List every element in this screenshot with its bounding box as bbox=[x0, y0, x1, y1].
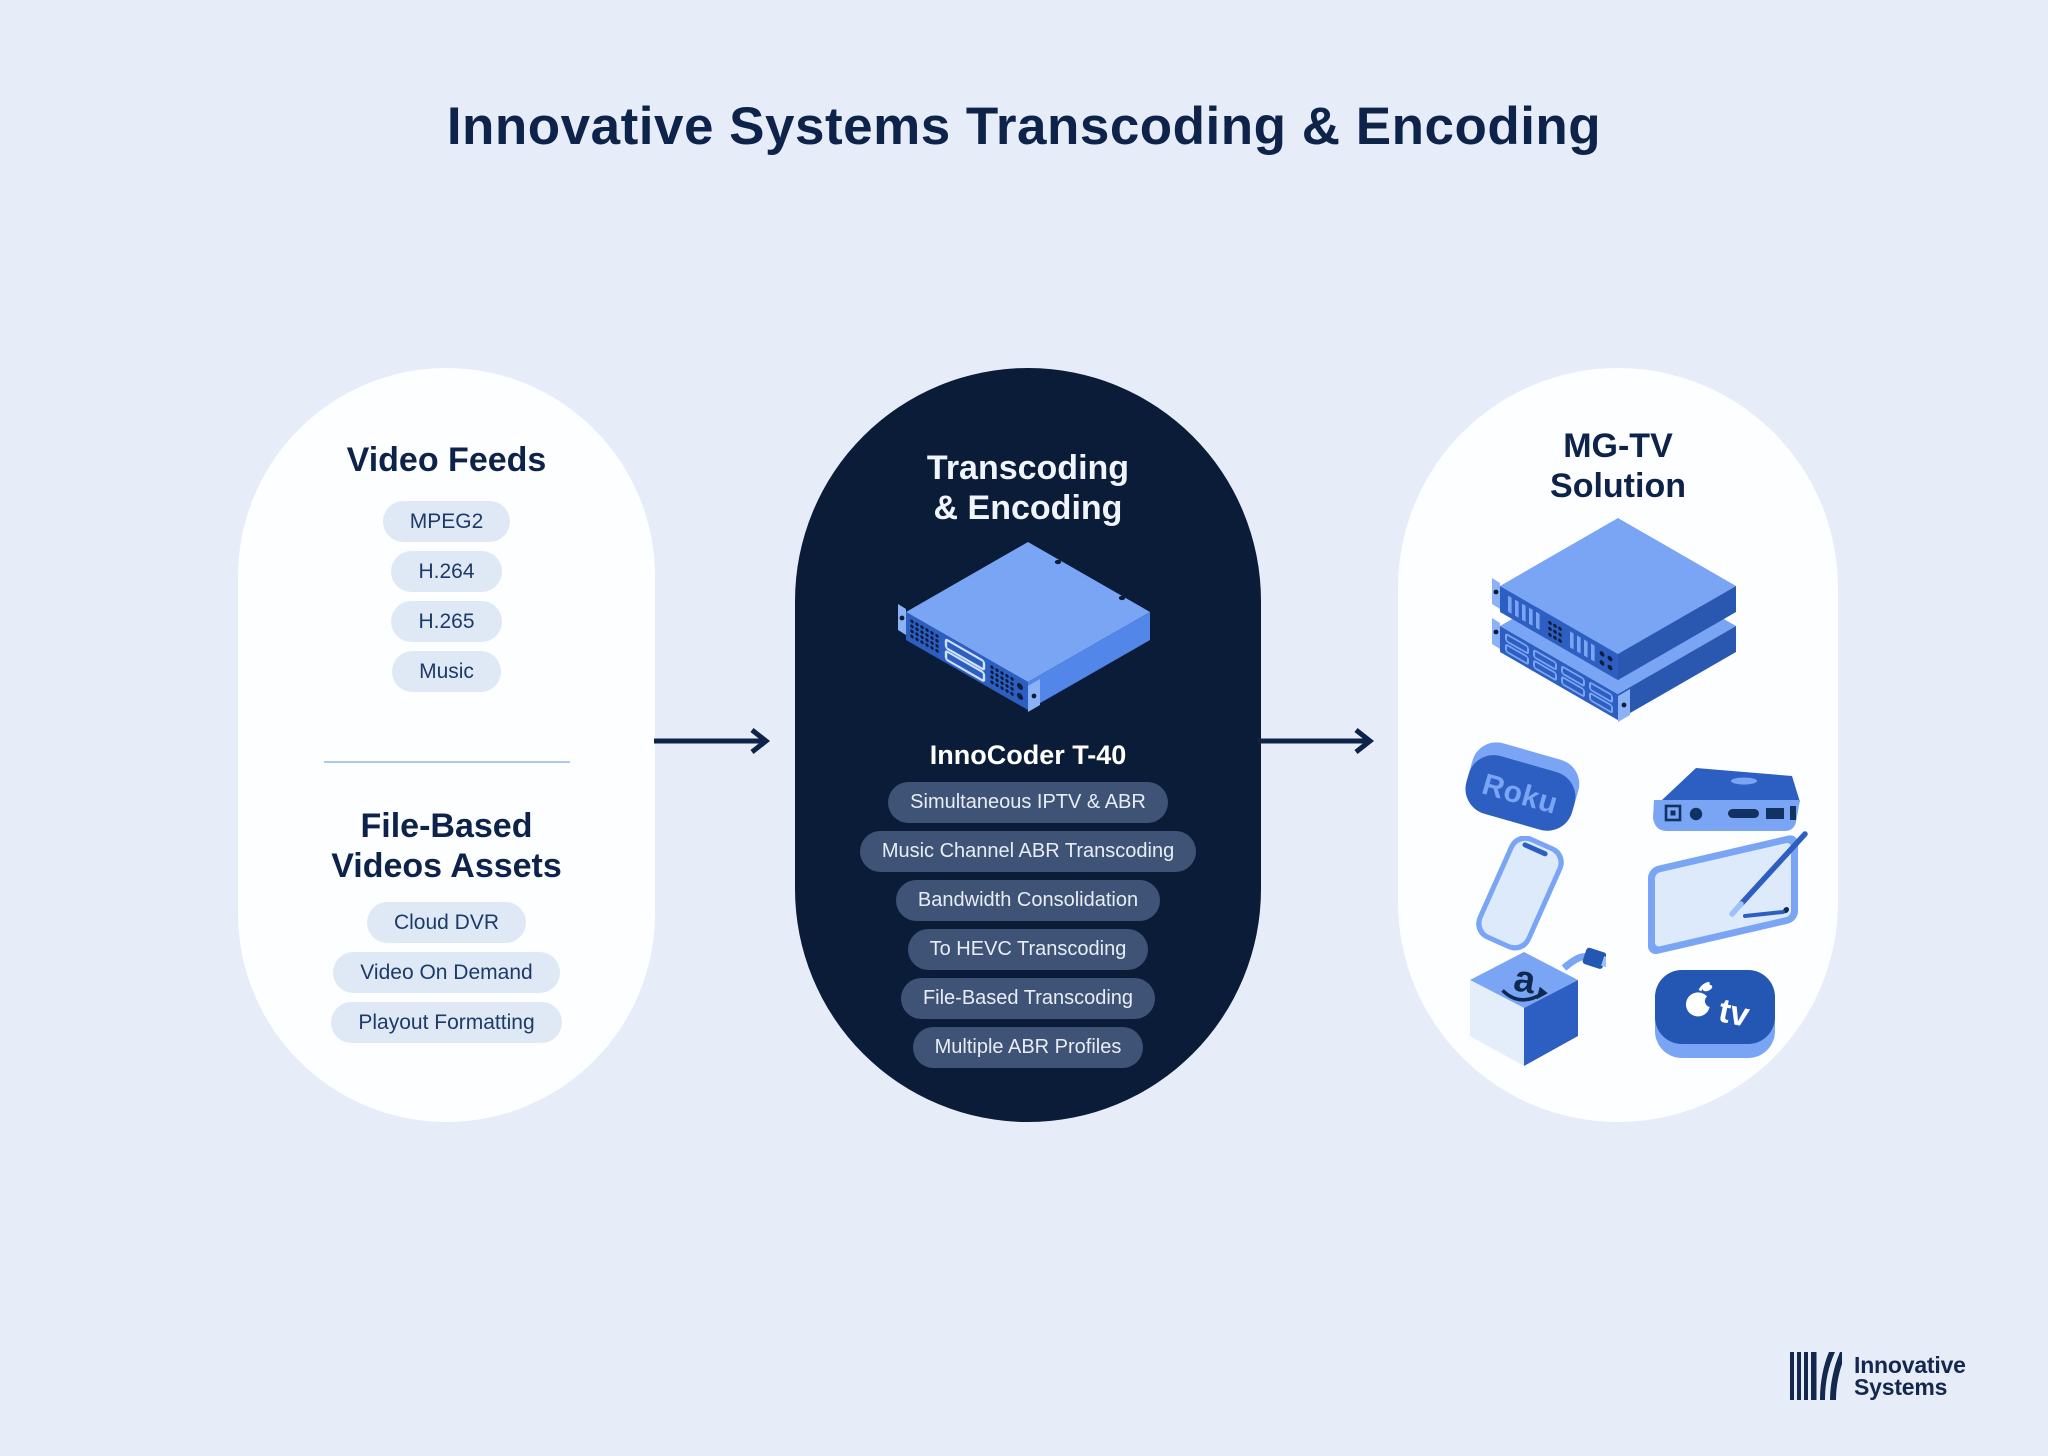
innovative-systems-logomark-icon bbox=[1790, 1352, 1842, 1400]
apple-tv-icon: tv bbox=[1655, 970, 1775, 1058]
feature-list: Simultaneous IPTV & ABR Music Channel AB… bbox=[795, 782, 1261, 1068]
feature-pill-iptv-abr: Simultaneous IPTV & ABR bbox=[888, 782, 1168, 823]
asset-pill-vod: Video On Demand bbox=[333, 952, 560, 993]
page-title: Innovative Systems Transcoding & Encodin… bbox=[446, 97, 1602, 156]
tablet-stylus-icon bbox=[1648, 831, 1808, 954]
file-based-heading: File-Based Videos Assets bbox=[331, 807, 562, 885]
feed-pill-music: Music bbox=[392, 651, 501, 692]
smartphone-icon bbox=[1476, 836, 1564, 951]
brand-name: Innovative Systems bbox=[1854, 1352, 1966, 1400]
asset-pill-cloud-dvr: Cloud DVR bbox=[366, 902, 527, 943]
mgtv-heading: MG-TV Solution bbox=[1550, 427, 1686, 505]
file-based-list: Cloud DVR Video On Demand Playout Format… bbox=[238, 902, 655, 1043]
mgtv-solution-card: MG-TV Solution bbox=[1398, 368, 1838, 1122]
transcoding-heading: Transcoding & Encoding bbox=[926, 449, 1130, 527]
video-sources-card: Video Feeds MPEG2 H.264 H.265 Music File… bbox=[238, 368, 655, 1122]
video-feeds-list: MPEG2 H.264 H.265 Music bbox=[238, 501, 655, 692]
feature-pill-bandwidth: Bandwidth Consolidation bbox=[895, 880, 1161, 921]
feed-pill-mpeg2: MPEG2 bbox=[382, 501, 511, 542]
transcoding-card: Transcoding & Encoding bbox=[795, 368, 1261, 1122]
feature-pill-music-abr: Music Channel ABR Transcoding bbox=[859, 831, 1197, 872]
feed-pill-h265: H.265 bbox=[391, 601, 502, 642]
brand-logo: Innovative Systems bbox=[1790, 1352, 1966, 1400]
server-stack-icon bbox=[1492, 518, 1736, 722]
innocoder-server-icon bbox=[898, 542, 1150, 712]
set-top-box-icon bbox=[1653, 768, 1800, 831]
feature-pill-abr-profiles: Multiple ABR Profiles bbox=[912, 1027, 1144, 1068]
fire-tv-stick-icon: a bbox=[1470, 947, 1606, 1066]
section-divider bbox=[323, 761, 570, 763]
asset-pill-playout: Playout Formatting bbox=[331, 1002, 562, 1043]
feature-pill-hevc: To HEVC Transcoding bbox=[907, 929, 1149, 970]
feed-pill-h264: H.264 bbox=[391, 551, 502, 592]
feature-pill-file-based: File-Based Transcoding bbox=[900, 978, 1156, 1019]
brand-line-1: Innovative bbox=[1854, 1352, 1966, 1378]
brand-line-2: Systems bbox=[1854, 1374, 1948, 1400]
flow-arrow-left-icon bbox=[654, 728, 771, 754]
innocoder-label: InnoCoder T-40 bbox=[929, 740, 1127, 770]
roku-device-icon: Roku bbox=[1465, 742, 1580, 831]
flow-arrow-right-icon bbox=[1258, 728, 1375, 754]
video-feeds-heading: Video Feeds bbox=[346, 441, 547, 479]
